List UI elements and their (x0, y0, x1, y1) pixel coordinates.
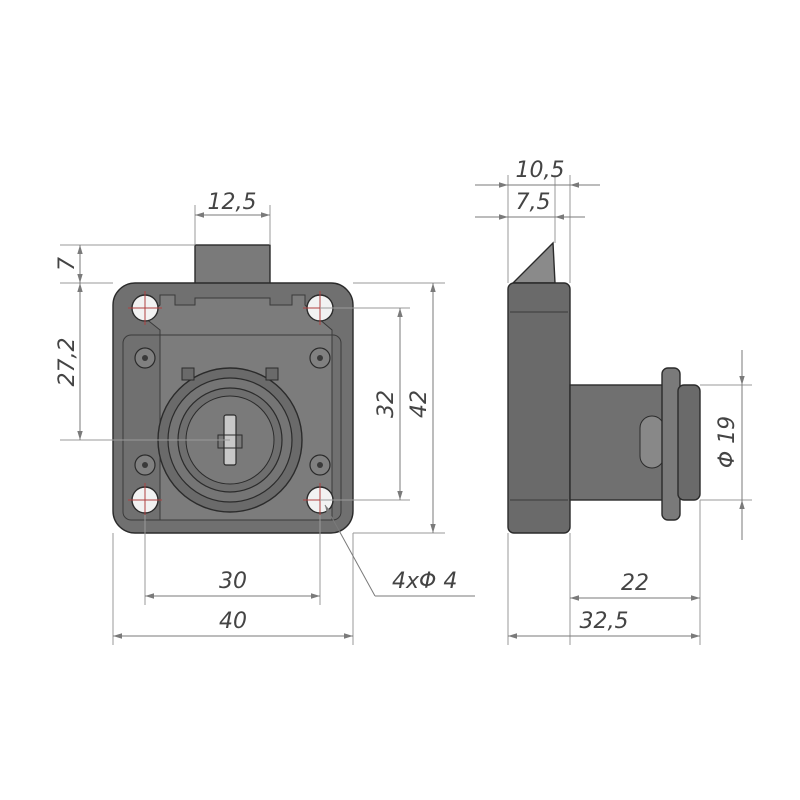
dim-key-offset: 27,2 (55, 338, 80, 387)
dim-side-total-top: 10,5 (516, 158, 565, 183)
dim-side-plate: 7,5 (516, 190, 551, 215)
side-plate (507, 282, 571, 534)
dim-hole-spacing-vertical: 32 (374, 390, 399, 418)
dim-body-height: 42 (407, 390, 432, 418)
side-view (507, 241, 701, 534)
side-fin (511, 241, 556, 284)
dim-cylinder-diameter: Φ 19 (715, 416, 740, 468)
dim-tongue-width: 12,5 (208, 190, 257, 215)
dim-holes: 4xΦ 4 (392, 569, 457, 594)
dimension-lines (60, 175, 752, 645)
rivets (134, 347, 331, 476)
dim-hole-spacing-horizontal: 30 (219, 569, 247, 594)
dimension-labels: 12,5 7 27,2 32 42 30 40 4xΦ 4 10,5 7,5 Φ… (55, 158, 740, 634)
dim-total-depth: 32,5 (580, 609, 629, 634)
dim-tongue-height: 7 (55, 257, 80, 271)
front-view (112, 244, 354, 534)
dim-cylinder-length: 22 (621, 571, 649, 596)
side-cylinder-tip (677, 384, 701, 501)
dim-body-width: 40 (219, 609, 247, 634)
